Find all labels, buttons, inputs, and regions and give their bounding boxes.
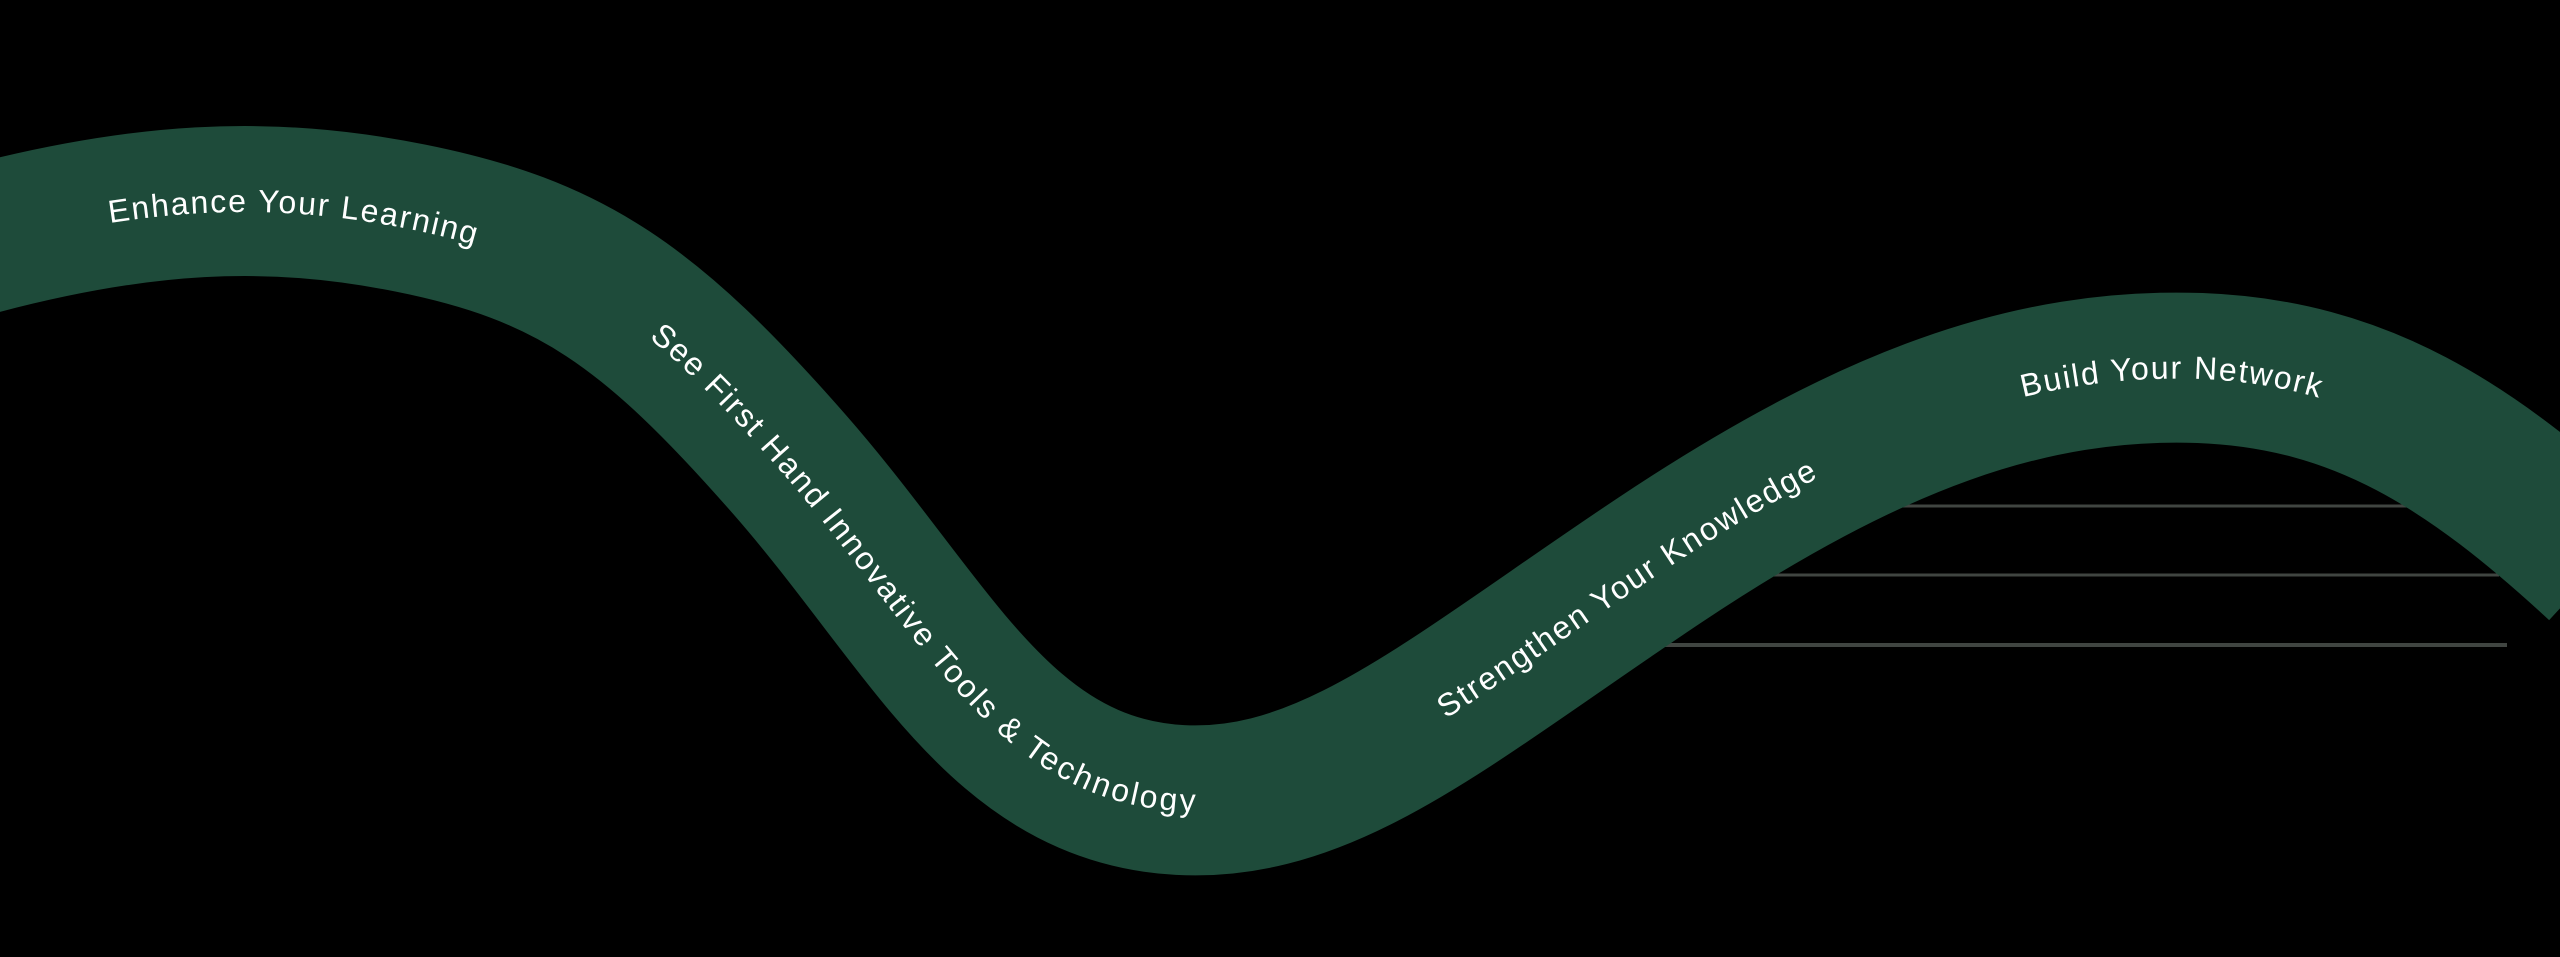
journey-ribbon <box>0 126 2560 876</box>
